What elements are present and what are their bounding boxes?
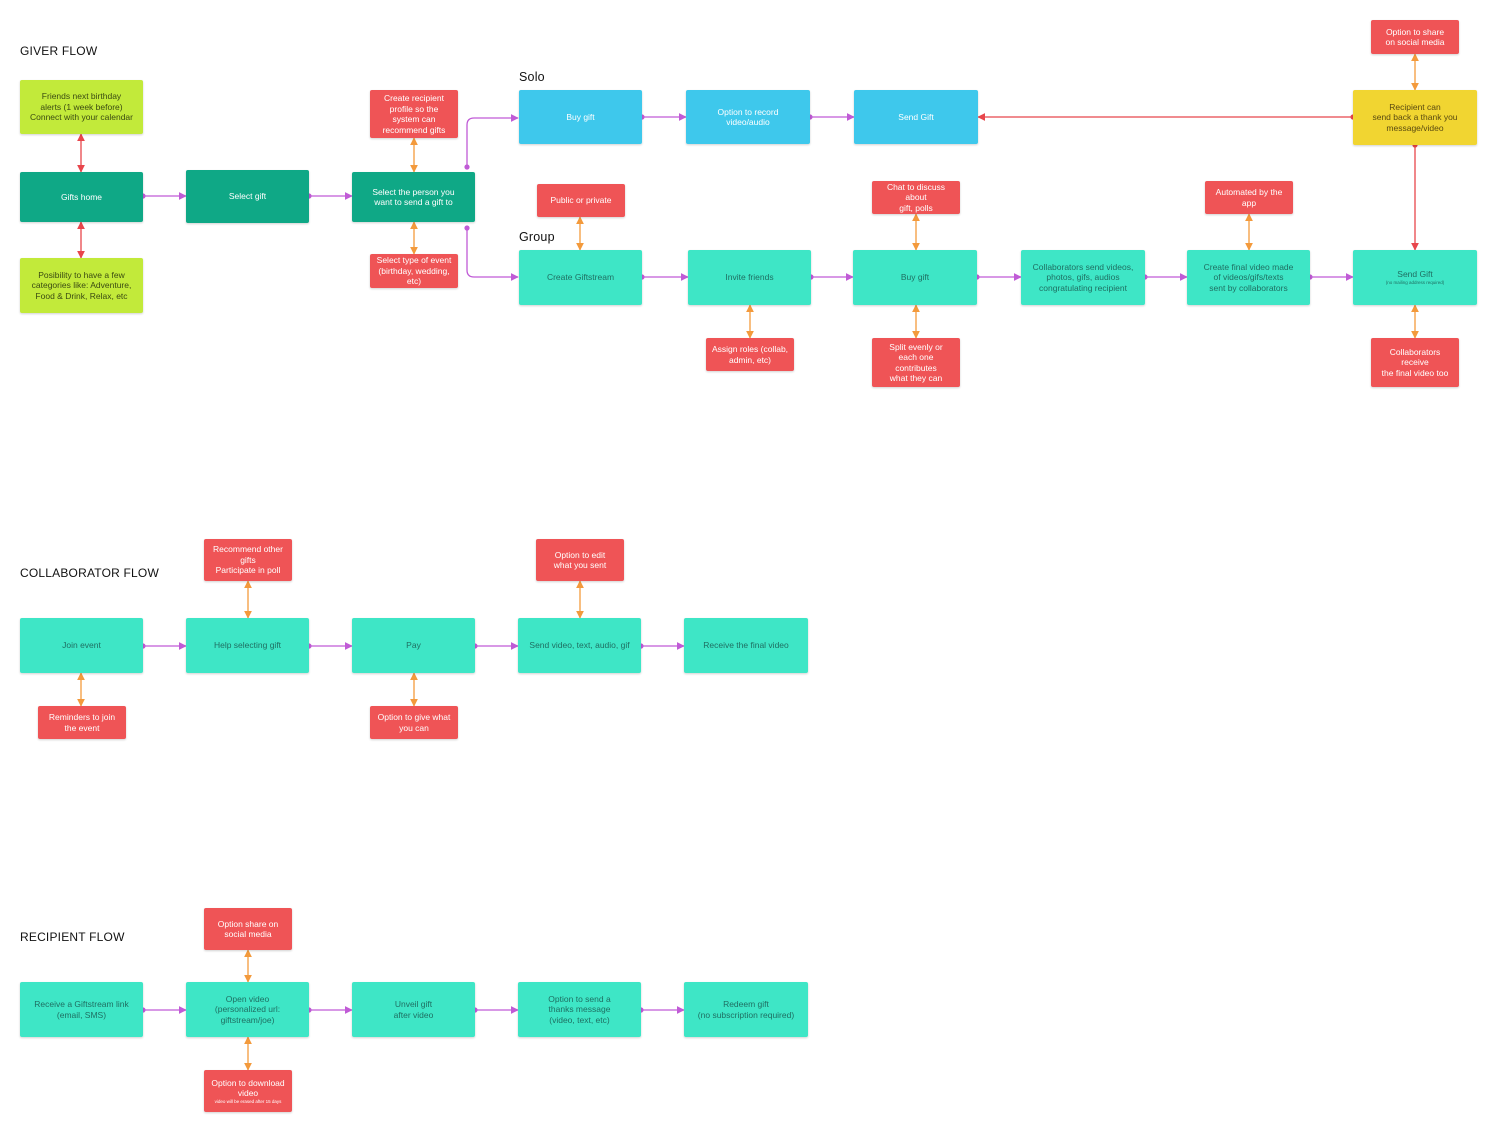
edit-sent-node: Option to edit what you sent [536,539,624,581]
collaborators-send-node: Collaborators send videos, photos, gifs,… [1021,250,1145,305]
recipient-profile-node: Create recipient profile so the system c… [370,90,458,138]
edge-select-person-to-solo [464,114,519,170]
invite-friends-node: Invite friends [688,250,811,305]
final-video-node: Create final video made of videos/gifs/t… [1187,250,1310,305]
group-send-gift-label: Send Gift [1397,269,1433,280]
edge-select-person-to-group [464,225,519,281]
select-person-node: Select the person you want to send a gif… [352,172,475,222]
thank-you-node: Recipient can send back a thank you mess… [1353,90,1477,145]
create-giftstream-node: Create Giftstream [519,250,642,305]
split-node: Split evenly or each one contributes wha… [872,338,960,387]
categories-node: Posibility to have a few categories like… [20,258,143,313]
download-label: Option to download video [211,1077,285,1099]
giver-flow-heading: GIVER FLOW [20,44,98,58]
solo-send-gift-node: Send Gift [854,90,978,144]
unveil-gift-node: Unveil gift after video [352,982,475,1037]
download-note: video will be erased after 15 days [214,1098,282,1104]
send-thanks-node: Option to send a thanks message (video, … [518,982,641,1037]
reminders-node: Reminders to join the event [38,706,126,739]
group-buy-gift-node: Buy gift [853,250,977,305]
open-video-node: Open video (personalized url: giftstream… [186,982,309,1037]
gifts-home-node: Gifts home [20,172,143,222]
solo-buy-gift-node: Buy gift [519,90,642,144]
redeem-gift-node: Redeem gift (no subscription required) [684,982,808,1037]
recommend-other-node: Recommend other gifts Participate in pol… [204,539,292,581]
group-heading: Group [519,230,555,244]
birthday-alerts-node: Friends next birthday alerts (1 week bef… [20,80,143,134]
help-selecting-node: Help selecting gift [186,618,309,673]
public-private-node: Public or private [537,184,625,217]
chat-node: Chat to discuss about gift, polls [872,181,960,214]
share-social-recipient-node: Option share on social media [204,908,292,950]
event-type-node: Select type of event (birthday, wedding,… [370,254,458,288]
pay-node: Pay [352,618,475,673]
solo-record-node: Option to record video/audio [686,90,810,144]
group-send-gift-node: Send Gift (no mailing address required) [1353,250,1477,305]
recipient-flow-heading: RECIPIENT FLOW [20,930,125,944]
solo-heading: Solo [519,70,545,84]
collaborator-flow-heading: COLLABORATOR FLOW [20,566,159,580]
automated-node: Automated by the app [1205,181,1293,214]
send-media-node: Send video, text, audio, gif [518,618,641,673]
receive-final-node: Receive the final video [684,618,808,673]
assign-roles-node: Assign roles (collab, admin, etc) [706,338,794,371]
download-node: Option to download video video will be e… [204,1070,292,1112]
collaborators-receive-node: Collaborators receive the final video to… [1371,338,1459,387]
group-send-gift-note: (no mailing address required) [1385,279,1445,285]
receive-link-node: Receive a Giftstream link (email, SMS) [20,982,143,1037]
join-event-node: Join event [20,618,143,673]
give-what-you-can-node: Option to give what you can [370,706,458,739]
select-gift-node: Select gift [186,170,309,223]
share-social-giver-node: Option to share on social media [1371,20,1459,54]
